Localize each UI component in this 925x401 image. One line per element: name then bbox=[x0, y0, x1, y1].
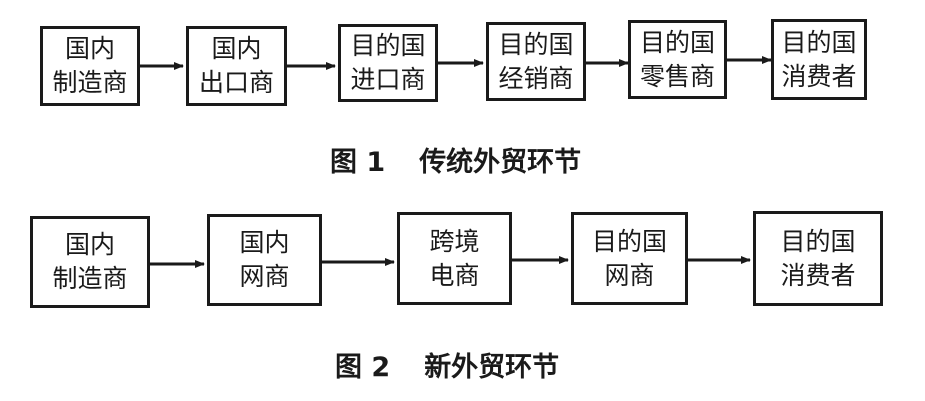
f1-node-domestic-manufacturer: 国内 制造商 bbox=[40, 26, 140, 106]
f2-node-domestic-online-merchant: 国内 网商 bbox=[207, 214, 322, 306]
figure2-caption: 图 2 新外贸环节 bbox=[335, 345, 559, 384]
f2-node-destination-online-merchant: 目的国 网商 bbox=[571, 212, 688, 305]
f1-node-destination-distributor: 目的国 经销商 bbox=[486, 22, 586, 101]
figure2-caption-number: 图 2 bbox=[335, 352, 391, 383]
figure2-caption-title: 新外贸环节 bbox=[424, 352, 560, 383]
f2-node-destination-consumer: 目的国 消费者 bbox=[753, 211, 883, 306]
figure1-caption: 图 1 传统外贸环节 bbox=[330, 140, 581, 179]
f1-node-destination-importer: 目的国 进口商 bbox=[338, 24, 438, 102]
f1-node-destination-consumer: 目的国 消费者 bbox=[771, 19, 867, 100]
figure1-caption-number: 图 1 bbox=[330, 147, 386, 178]
f1-node-destination-retailer: 目的国 零售商 bbox=[628, 20, 727, 99]
f1-node-domestic-exporter: 国内 出口商 bbox=[186, 26, 287, 106]
f2-node-cross-border-ecommerce: 跨境 电商 bbox=[397, 212, 512, 305]
figure1-caption-title: 传统外贸环节 bbox=[419, 147, 582, 178]
f2-node-domestic-manufacturer: 国内 制造商 bbox=[30, 216, 150, 308]
